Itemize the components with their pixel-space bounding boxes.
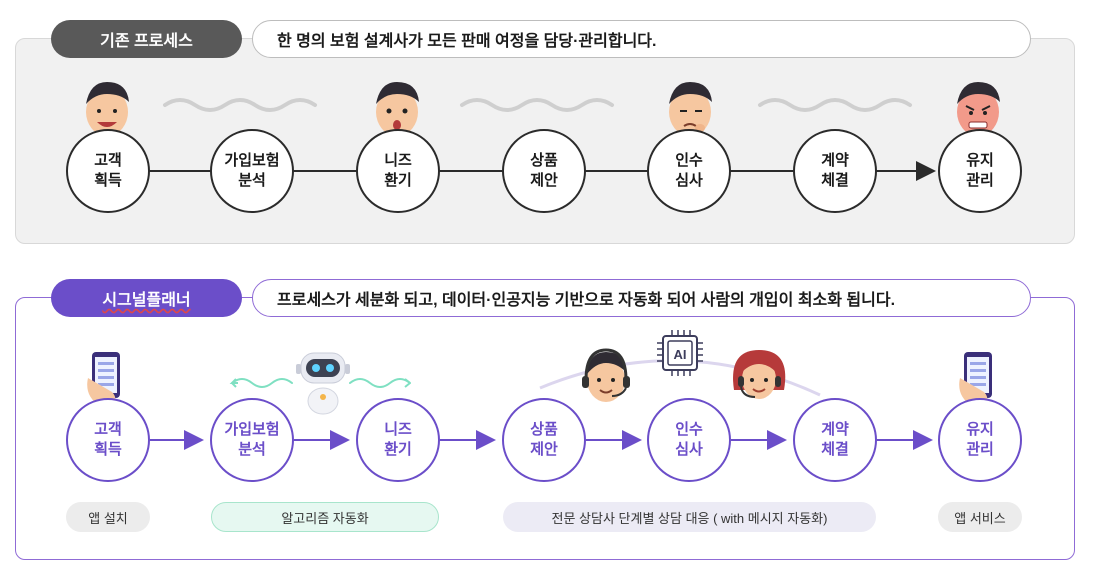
new-step-needs-arousal: 니즈 환기: [356, 398, 440, 482]
old-step-underwriting: 인수 심사: [647, 129, 731, 213]
green-wave-decor: [231, 378, 411, 388]
agent-happy-icon: [86, 82, 129, 136]
tag-consultant-support: 전문 상담사 단계별 상담 대응 ( with 메시지 자동화): [503, 502, 876, 532]
tag-app-service: 앱 서비스: [938, 502, 1022, 532]
agent-angry-icon: [957, 82, 1000, 136]
old-step-contract: 계약 체결: [793, 129, 877, 213]
old-step-customer-acquisition: 고객 획득: [66, 129, 150, 213]
new-step-insurance-analysis: 가입보험 분석: [210, 398, 294, 482]
old-wave-decor: [163, 98, 912, 112]
consultant-headset-icon: [582, 348, 630, 402]
new-step-customer-acquisition: 고객 획득: [66, 398, 150, 482]
robot-icon: [296, 352, 350, 415]
tag-algorithm-automation: 알고리즘 자동화: [211, 502, 439, 532]
old-process-label: 기존 프로세스: [51, 20, 242, 58]
agent-surprised-icon: [376, 82, 419, 136]
new-step-contract: 계약 체결: [793, 398, 877, 482]
new-step-underwriting: 인수 심사: [647, 398, 731, 482]
old-step-needs-arousal: 니즈 환기: [356, 129, 440, 213]
tag-app-install: 앱 설치: [66, 502, 150, 532]
old-step-product-proposal: 상품 제안: [502, 129, 586, 213]
ai-chip-label: AI: [674, 347, 687, 362]
agent-tired-icon: [669, 82, 712, 136]
new-step-product-proposal: 상품 제안: [502, 398, 586, 482]
consultant-headset-icon-2: [733, 350, 786, 399]
new-process-description: 프로세스가 세분화 되고, 데이터·인공지능 기반으로 자동화 되어 사람의 개…: [252, 279, 1031, 317]
old-process-description: 한 명의 보험 설계사가 모든 판매 여정을 담당·관리합니다.: [252, 20, 1031, 58]
ai-chip-icon: AI: [657, 330, 703, 376]
old-step-maintenance: 유지 관리: [938, 129, 1022, 213]
new-process-label: 시그널플래너: [51, 279, 242, 317]
new-step-maintenance: 유지 관리: [938, 398, 1022, 482]
old-step-insurance-analysis: 가입보험 분석: [210, 129, 294, 213]
